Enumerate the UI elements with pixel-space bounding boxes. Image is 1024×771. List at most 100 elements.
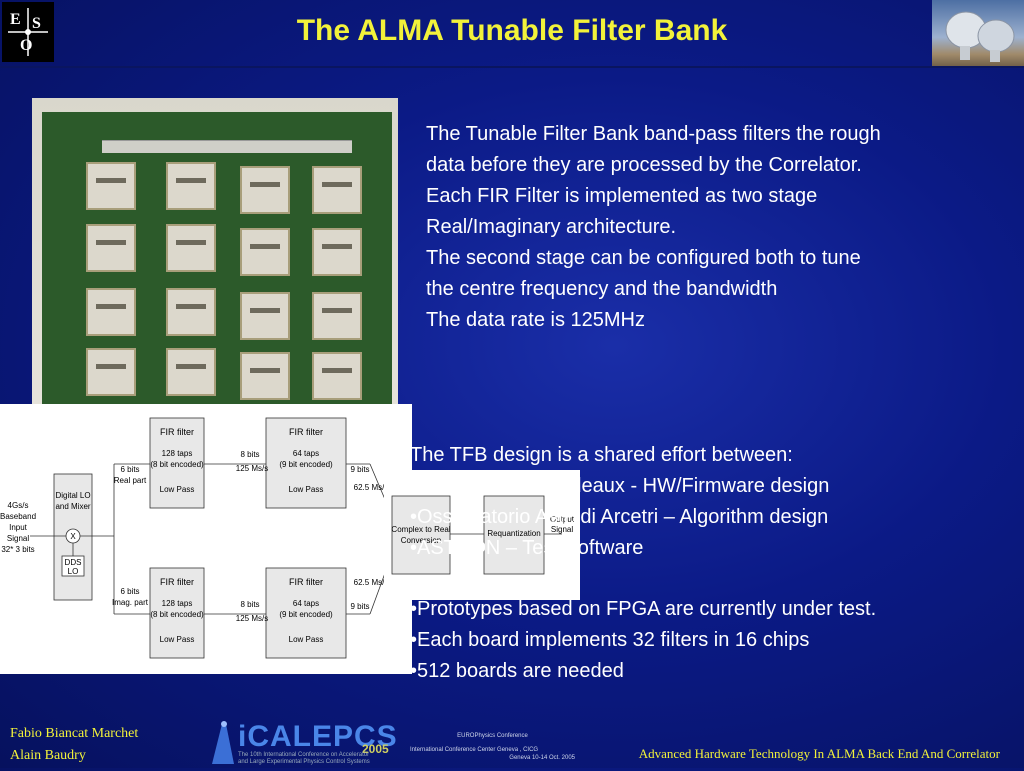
mixer-label: X: [70, 532, 76, 541]
fpga-chip: [312, 166, 362, 214]
list-item: •Osservatorio Astr. di Arcetri – Algorit…: [410, 506, 829, 528]
fir-taps: 64 taps: [293, 449, 319, 458]
input-label: Input: [9, 523, 28, 532]
fpga-chip: [166, 224, 216, 272]
fir-encoding: (8 bit encoded): [150, 610, 204, 619]
fir-encoding: (9 bit encoded): [279, 610, 333, 619]
output-rate-label: 62.5 Ms/s: [354, 578, 389, 587]
conference-info-line: Geneva 10-14 Oct. 2005: [509, 755, 575, 761]
conference-year: 2005: [362, 742, 389, 756]
list-item: •Université de Bordeaux - HW/Firmware de…: [410, 475, 830, 497]
real-part-label: 6 bits: [120, 465, 139, 474]
lo-label: and Mixer: [55, 502, 90, 511]
text-line: the centre frequency and the bandwidth: [426, 278, 778, 300]
fpga-chip: [240, 292, 290, 340]
fir-taps: 128 taps: [162, 449, 193, 458]
imag-part-label: Imag. part: [112, 598, 149, 607]
text-line: Each FIR Filter is implemented as two st…: [426, 185, 818, 207]
icalepcs-logo: iCALEPCS 2005 The 10th International Con…: [208, 720, 398, 766]
fpga-chip: [312, 292, 362, 340]
fir-type: Low Pass: [160, 635, 195, 644]
text-line: Real/Imaginary architecture.: [426, 216, 677, 238]
text-line: The data rate is 125MHz: [426, 309, 645, 331]
conference-subtitle-line: and Large Experimental Physics Control S…: [238, 759, 370, 765]
fir-title: FIR filter: [160, 577, 194, 587]
complex-label: Conversion: [401, 536, 441, 545]
output-label: Signal: [551, 525, 573, 534]
fpga-chip: [240, 166, 290, 214]
author-name: Alain Baudry: [10, 748, 86, 763]
text-line: The TFB design is a shared effort betwee…: [410, 444, 793, 466]
author-name: Fabio Biancat Marchet: [10, 726, 139, 741]
footer-presentation-title: Advanced Hardware Technology In ALMA Bac…: [638, 746, 1000, 761]
fir-taps: 128 taps: [162, 599, 193, 608]
fpga-chip: [312, 228, 362, 276]
input-label: Baseband: [0, 512, 36, 521]
conference-info-line: International Conference Center Geneva ,…: [410, 747, 539, 753]
fpga-chip: [166, 162, 216, 210]
input-label: 4Gs/s: [8, 501, 29, 510]
antenna-photo: [932, 0, 1024, 68]
output-rate-label: 62.5 Ms/s: [354, 483, 389, 492]
list-item: •Each board implements 32 filters in 16 …: [410, 629, 810, 651]
fpga-chip: [240, 352, 290, 400]
svg-text:S: S: [32, 15, 41, 32]
filter-block-diagram: 4Gs/s Baseband Input Signal 32* 3 bits D…: [0, 404, 412, 674]
output-rate-label: 9 bits: [350, 465, 369, 474]
link-label: 8 bits: [240, 600, 259, 609]
list-item: •ASTRON – Test Software: [410, 537, 644, 559]
fir-encoding: (9 bit encoded): [279, 460, 333, 469]
output-label: Output: [550, 515, 575, 524]
text-line: data before they are processed by the Co…: [426, 154, 862, 176]
output-rate-label: 9 bits: [350, 602, 369, 611]
fir-title: FIR filter: [289, 577, 323, 587]
slide-title: The ALMA Tunable Filter Bank: [296, 14, 728, 47]
fpga-chip: [86, 288, 136, 336]
input-label: Signal: [7, 534, 29, 543]
svg-text:E: E: [10, 11, 21, 28]
description-paragraph: The Tunable Filter Bank band-pass filter…: [426, 119, 1016, 336]
fir-taps: 64 taps: [293, 599, 319, 608]
fir-title: FIR filter: [289, 427, 323, 437]
eso-logo: E S O: [2, 2, 54, 62]
board-connector: [102, 140, 352, 153]
fir-type: Low Pass: [289, 485, 324, 494]
conference-logo-text: iCALEPCS: [238, 720, 398, 753]
list-item: •512 boards are needed: [410, 660, 624, 682]
header-divider: [0, 66, 1024, 68]
fpga-chip: [312, 352, 362, 400]
dds-label: DDS: [65, 558, 82, 567]
conference-subtitle-line: The 10th International Conference on Acc…: [238, 752, 370, 758]
fir-type: Low Pass: [160, 485, 195, 494]
board-photo: [32, 98, 398, 404]
fpga-chip: [166, 288, 216, 336]
fpga-chip: [166, 348, 216, 396]
fpga-chip: [86, 348, 136, 396]
list-item: •Prototypes based on FPGA are currently …: [410, 598, 877, 620]
footer-authors: Fabio Biancat Marchet Alain Baudry: [10, 723, 138, 767]
fpga-chip: [240, 228, 290, 276]
filter-block-diagram-right: Complex to Real Conversion Requantizatio…: [384, 470, 580, 600]
requant-label: Requantization: [487, 529, 540, 538]
fir-type: Low Pass: [289, 635, 324, 644]
status-paragraph: •Prototypes based on FPGA are currently …: [410, 594, 1020, 687]
fpga-chip: [86, 224, 136, 272]
link-label: 125 Ms/s: [236, 614, 268, 623]
complex-label: Complex to Real: [391, 525, 450, 534]
text-line: The Tunable Filter Bank band-pass filter…: [426, 123, 881, 145]
dds-label: LO: [68, 567, 79, 576]
svg-text:O: O: [20, 37, 32, 54]
lo-label: Digital LO: [55, 491, 90, 500]
link-label: 8 bits: [240, 450, 259, 459]
header-bar: E S O The ALMA Tunable Filter Bank: [0, 0, 1024, 68]
input-label: 32* 3 bits: [1, 545, 34, 554]
conference-info: EUROPhysics Conference International Con…: [410, 732, 575, 762]
real-part-label: Real part: [114, 476, 147, 485]
fpga-chip: [86, 162, 136, 210]
link-label: 125 Ms/s: [236, 464, 268, 473]
imag-part-label: 6 bits: [120, 587, 139, 596]
conference-info-line: EUROPhysics Conference: [457, 733, 528, 739]
fir-title: FIR filter: [160, 427, 194, 437]
text-line: The second stage can be configured both …: [426, 247, 861, 269]
pcb: [42, 112, 392, 404]
